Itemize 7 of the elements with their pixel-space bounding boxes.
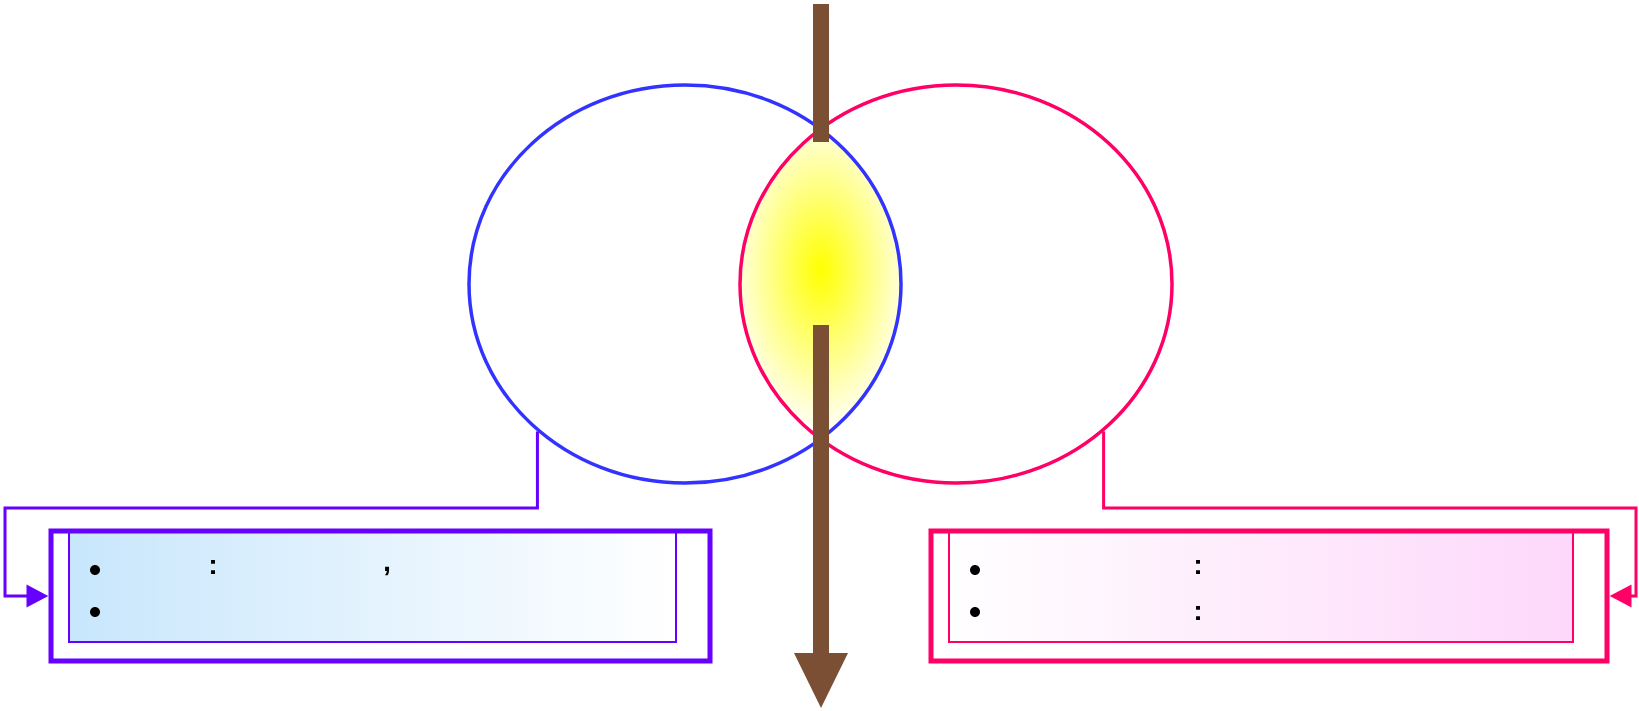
ellipse xyxy=(467,83,903,485)
arrow xyxy=(1102,431,1638,608)
frame-box xyxy=(48,528,713,664)
text-box: : : xyxy=(948,529,1574,643)
text-box: : , xyxy=(68,529,677,643)
ellipse xyxy=(738,83,1174,485)
frame-box xyxy=(928,528,1610,664)
